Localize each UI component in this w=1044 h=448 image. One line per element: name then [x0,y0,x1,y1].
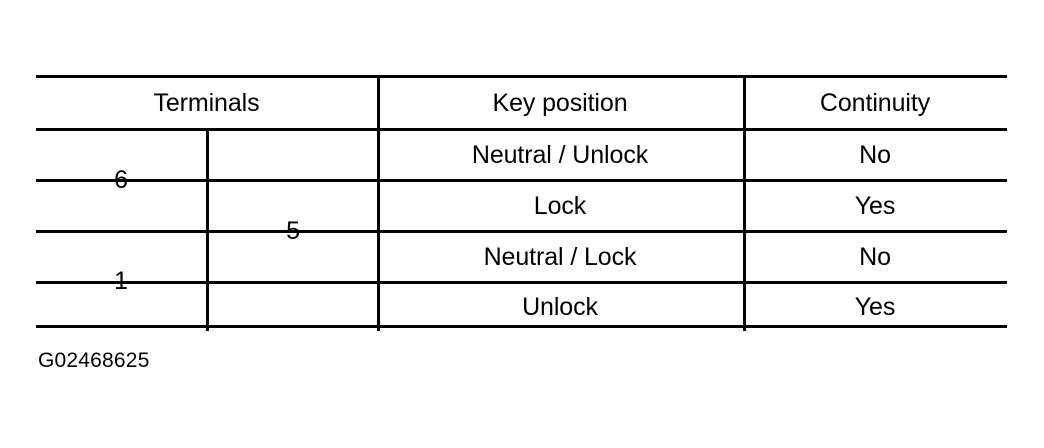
table-row: Unlock [522,293,598,321]
row-divider-3 [36,281,1007,284]
table-row: No [859,140,891,169]
row-divider-1 [36,179,1007,182]
terminal-number-common: 5 [286,216,300,245]
continuity-spec-table: Terminals Key position Continuity 6 1 5 … [36,75,1007,331]
table-row: Yes [854,293,896,321]
figure-caption: G02468625 [38,349,150,372]
column-divider-key-continuity [743,78,746,331]
table-row: Lock [533,191,587,220]
header-continuity: Continuity [819,88,931,117]
table-row: Neutral / Unlock [471,140,649,169]
row-divider-terminal-split [36,230,206,231]
row-divider-2 [36,230,1007,233]
table-row: Yes [854,191,896,220]
table-row: No [859,242,891,271]
terminal-number-bottom: 1 [114,266,128,295]
row-divider-header [36,128,1007,131]
table-row: Neutral / Lock [483,242,637,271]
header-key-position: Key position [492,88,628,117]
terminal-number-top: 6 [114,166,128,194]
column-divider-terminals-sub [206,128,209,331]
column-divider-terminals-key [377,78,380,331]
header-terminals: Terminals [153,88,260,117]
